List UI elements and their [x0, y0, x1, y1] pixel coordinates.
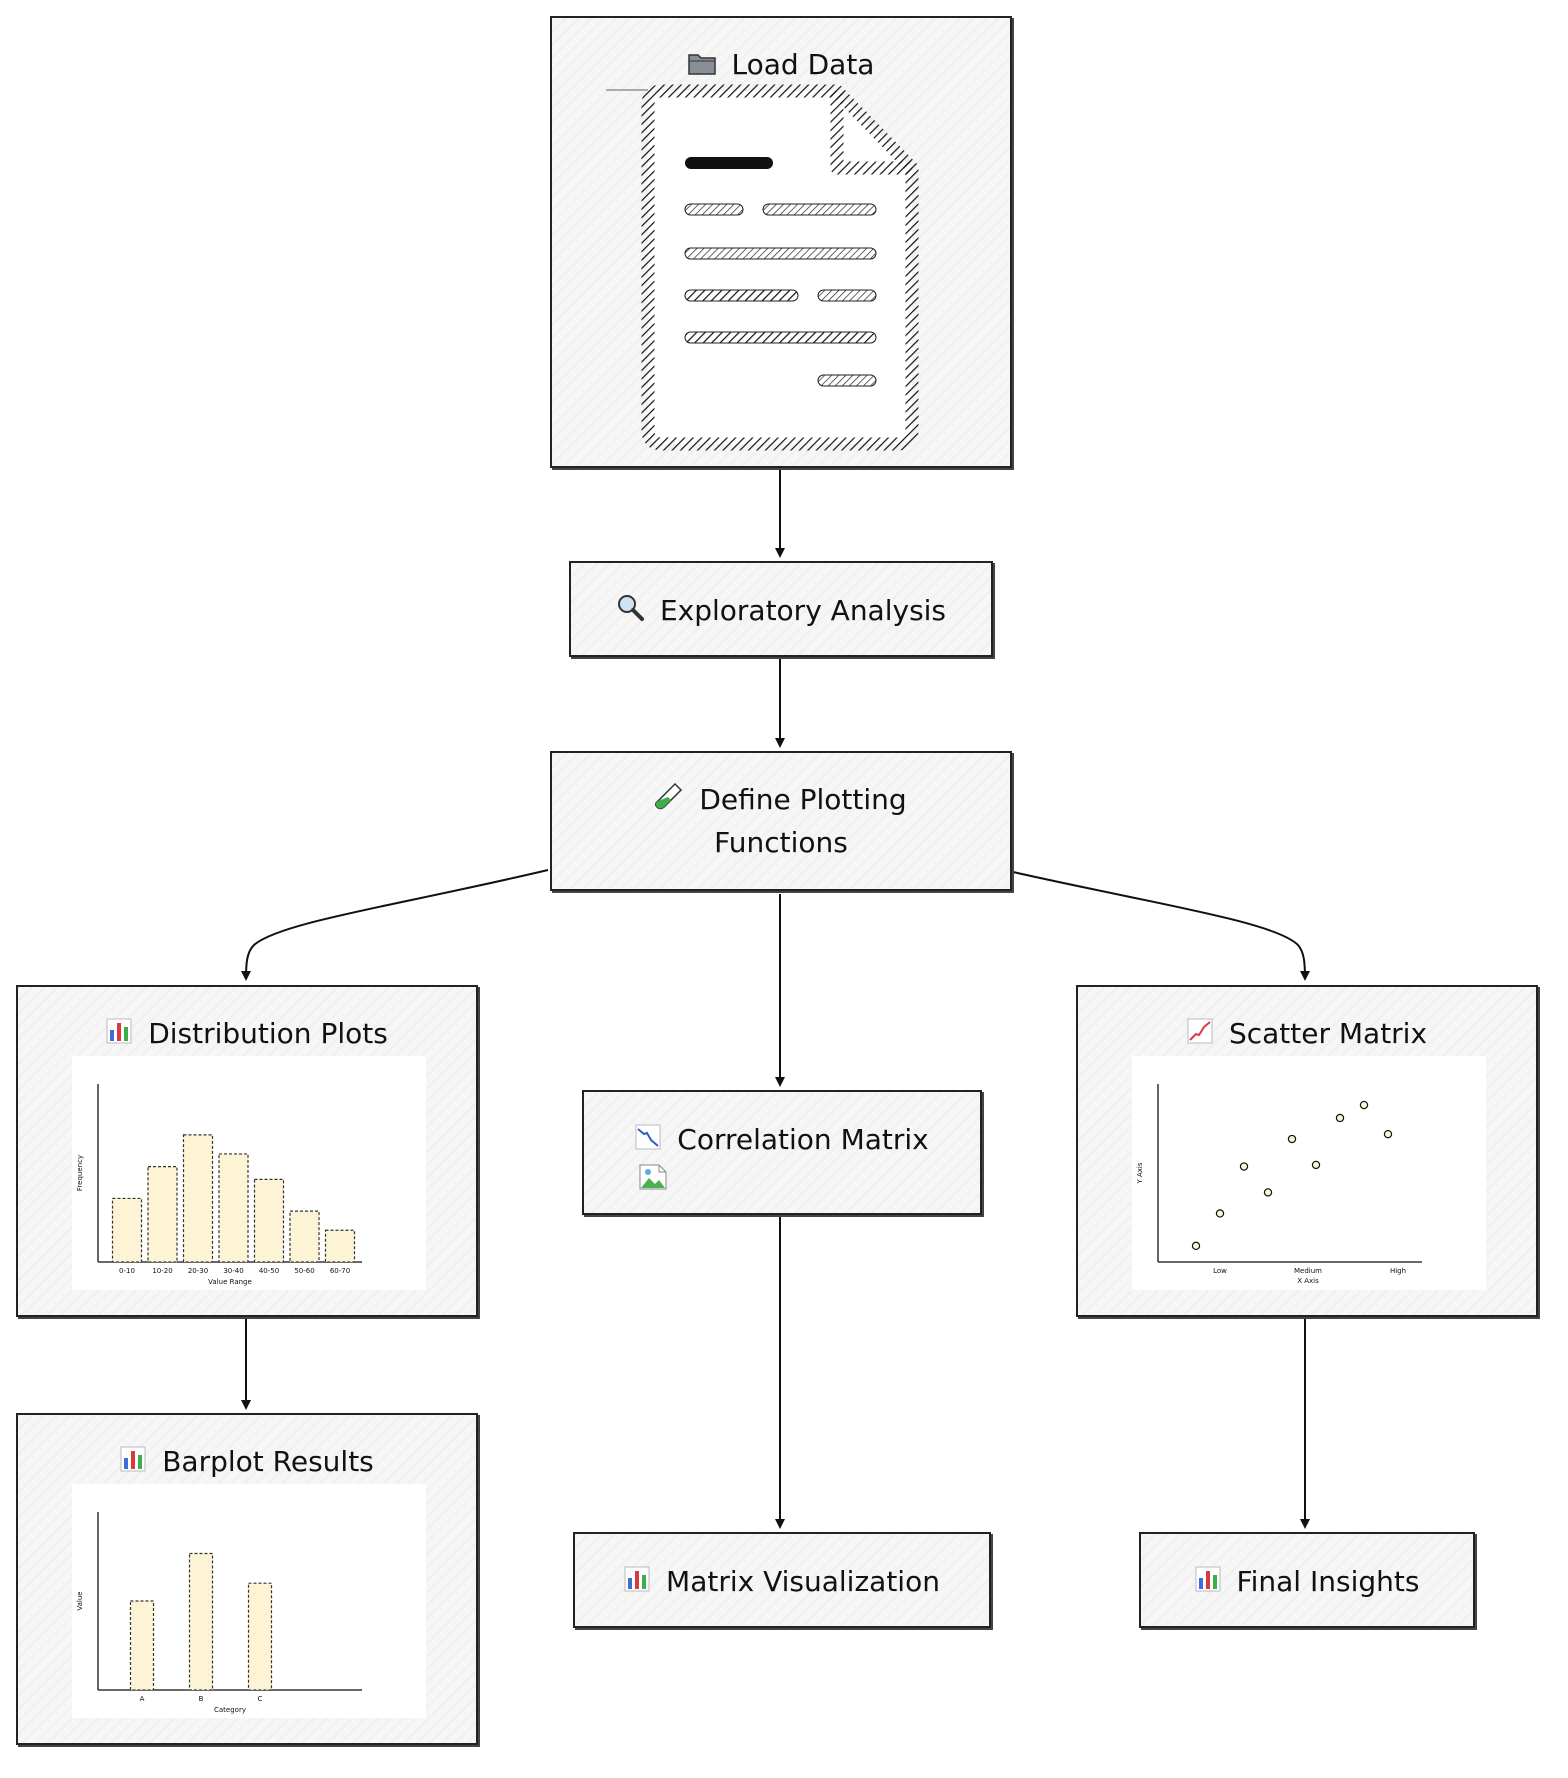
x-tick-label: 10-20: [152, 1267, 172, 1275]
node-distribution-plots[interactable]: Distribution Plots 0-10 10-20 20-30 30-40 40…: [16, 985, 478, 1317]
scatter-point: [1287, 1134, 1297, 1144]
x-tick-label: 40-50: [259, 1267, 279, 1275]
scatter-point: [1191, 1241, 1201, 1251]
x-tick-label: 0-10: [119, 1267, 135, 1275]
scatter-point: [1335, 1113, 1345, 1123]
bar: [188, 1552, 214, 1691]
scatter-point: [1239, 1162, 1249, 1171]
node-label: Final Insights: [1236, 1565, 1420, 1598]
y-axis-label: Value: [76, 1591, 84, 1610]
x-tick-label: 50-60: [294, 1267, 314, 1275]
barplot-chart: A B C Category Value: [72, 1484, 426, 1718]
x-tick-label: C: [258, 1695, 263, 1703]
node-label: Scatter Matrix: [1228, 1017, 1428, 1050]
node-exploratory-analysis[interactable]: Exploratory Analysis: [569, 561, 993, 657]
bar: [289, 1210, 320, 1263]
bar: [324, 1229, 356, 1263]
bar: [218, 1153, 249, 1263]
node-label: Barplot Results: [162, 1445, 374, 1478]
x-tick-label: 60-70: [330, 1267, 350, 1275]
bar: [111, 1197, 143, 1263]
scatter-point: [1215, 1209, 1225, 1218]
scatter-point: [1383, 1129, 1393, 1139]
bar-chart-icon: [624, 1562, 650, 1604]
bar: [253, 1178, 285, 1263]
document-icon: [606, 84, 919, 451]
chart-decreasing-icon: [635, 1120, 661, 1162]
y-axis-label: Y Axis: [1136, 1162, 1144, 1184]
edge-define-to-scatter: [1012, 871, 1310, 981]
x-tick-label: A: [140, 1695, 145, 1703]
test-tube-icon: [655, 780, 683, 822]
x-axis-label: Value Range: [208, 1278, 252, 1286]
chart-increasing-icon: [1187, 1014, 1213, 1056]
node-label-line1: Define Plotting: [699, 783, 907, 816]
node-correlation-matrix[interactable]: Correlation Matrix: [582, 1090, 982, 1215]
x-axis-label: X Axis: [1297, 1277, 1319, 1285]
bar-chart-icon: [106, 1014, 132, 1056]
node-label: Load Data: [731, 48, 875, 81]
node-label: Matrix Visualization: [666, 1565, 940, 1598]
x-axis-label: Category: [214, 1706, 246, 1714]
scatter-point: [1359, 1100, 1369, 1110]
x-tick-label: Low: [1213, 1267, 1227, 1275]
node-scatter-matrix[interactable]: Scatter Matrix Low Medium High X Axis Y Axis: [1076, 985, 1538, 1317]
edge-define-to-distribution: [241, 869, 549, 981]
y-axis-label: Frequency: [76, 1155, 84, 1191]
bar-chart-icon: [120, 1442, 146, 1484]
node-label: Correlation Matrix: [677, 1123, 929, 1156]
x-tick-label: 30-40: [223, 1267, 243, 1275]
node-load-data[interactable]: Load Data: [550, 16, 1012, 468]
node-barplot-results[interactable]: Barplot Results A B C Category Value: [16, 1413, 478, 1745]
broken-image-icon: [639, 1164, 667, 1194]
bar-chart-icon: [1195, 1562, 1221, 1604]
scatter-plot: Low Medium High X Axis Y Axis: [1132, 1056, 1486, 1290]
magnifier-icon: [616, 591, 644, 633]
scatter-point: [1263, 1188, 1273, 1197]
node-label-line2: Functions: [714, 826, 848, 859]
folder-icon: [687, 45, 716, 87]
x-tick-label: 20-30: [188, 1267, 208, 1275]
node-label: Exploratory Analysis: [659, 594, 947, 627]
scatter-point: [1311, 1160, 1321, 1170]
edges: [241, 470, 1310, 1529]
bar: [129, 1600, 155, 1691]
x-tick-label: High: [1390, 1267, 1406, 1275]
x-tick-label: Medium: [1294, 1267, 1322, 1275]
bar: [147, 1166, 178, 1263]
x-tick-label: B: [199, 1695, 204, 1703]
node-label: Distribution Plots: [148, 1017, 388, 1050]
node-final-insights[interactable]: Final Insights: [1139, 1532, 1475, 1628]
bar: [182, 1134, 214, 1263]
node-matrix-visualization[interactable]: Matrix Visualization: [573, 1532, 991, 1628]
bar: [247, 1582, 273, 1691]
node-define-plotting-functions[interactable]: Define Plotting Functions: [550, 751, 1012, 891]
